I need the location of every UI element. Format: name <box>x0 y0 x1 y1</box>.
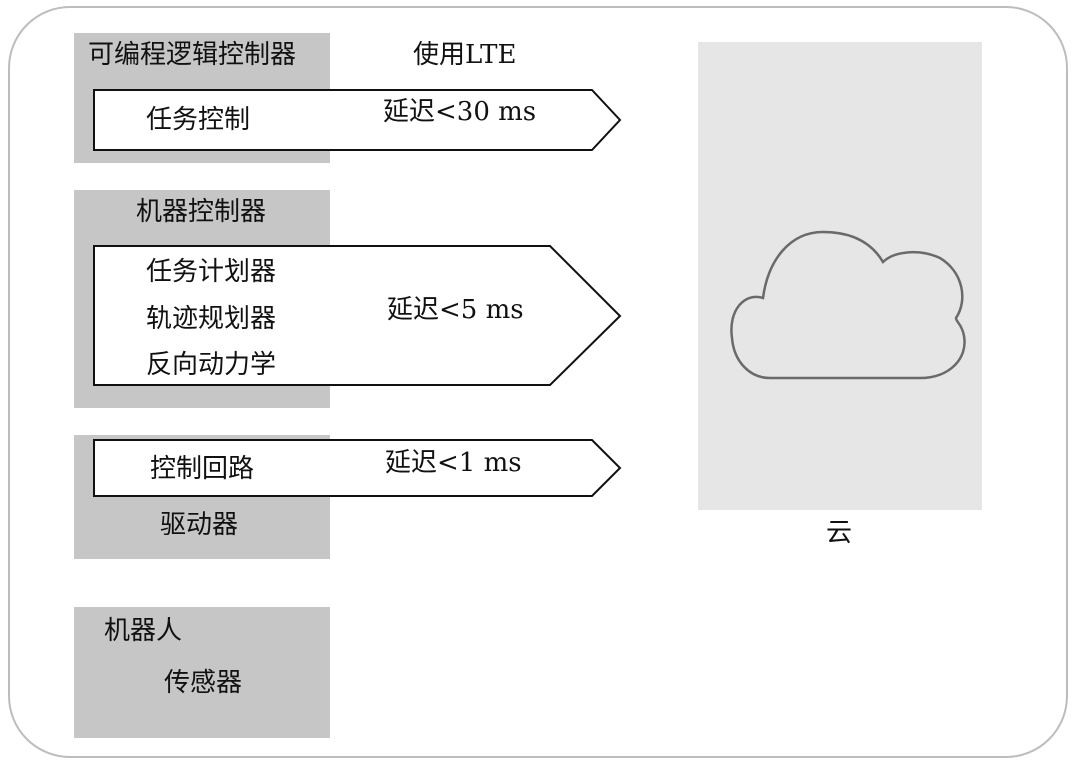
plc-latency: 延迟<30 ms <box>383 97 537 127</box>
drive-latency: 延迟<1 ms <box>385 448 522 478</box>
machine-title: 机器控制器 <box>136 197 267 227</box>
lte-label: 使用LTE <box>413 40 517 70</box>
drive-arrow-text: 控制回路 <box>150 454 255 484</box>
machine-item: 反向动力学 <box>146 350 277 380</box>
sensor-label: 传感器 <box>164 668 243 698</box>
cloud-panel <box>698 42 982 510</box>
robot-title: 机器人 <box>104 616 183 646</box>
robot-block <box>74 607 330 738</box>
machine-item: 轨迹规划器 <box>146 304 277 334</box>
machine-latency: 延迟<5 ms <box>387 295 524 325</box>
cloud-icon <box>730 230 966 380</box>
plc-title: 可编程逻辑控制器 <box>88 40 297 70</box>
drive-title: 驱动器 <box>160 510 239 540</box>
plc-arrow-text: 任务控制 <box>146 105 251 135</box>
drive-arrow <box>93 439 622 497</box>
machine-arrow <box>93 245 622 386</box>
machine-item: 任务计划器 <box>146 257 277 287</box>
diagram-frame <box>8 6 1068 758</box>
cloud-label: 云 <box>826 518 853 548</box>
plc-arrow <box>93 89 622 151</box>
